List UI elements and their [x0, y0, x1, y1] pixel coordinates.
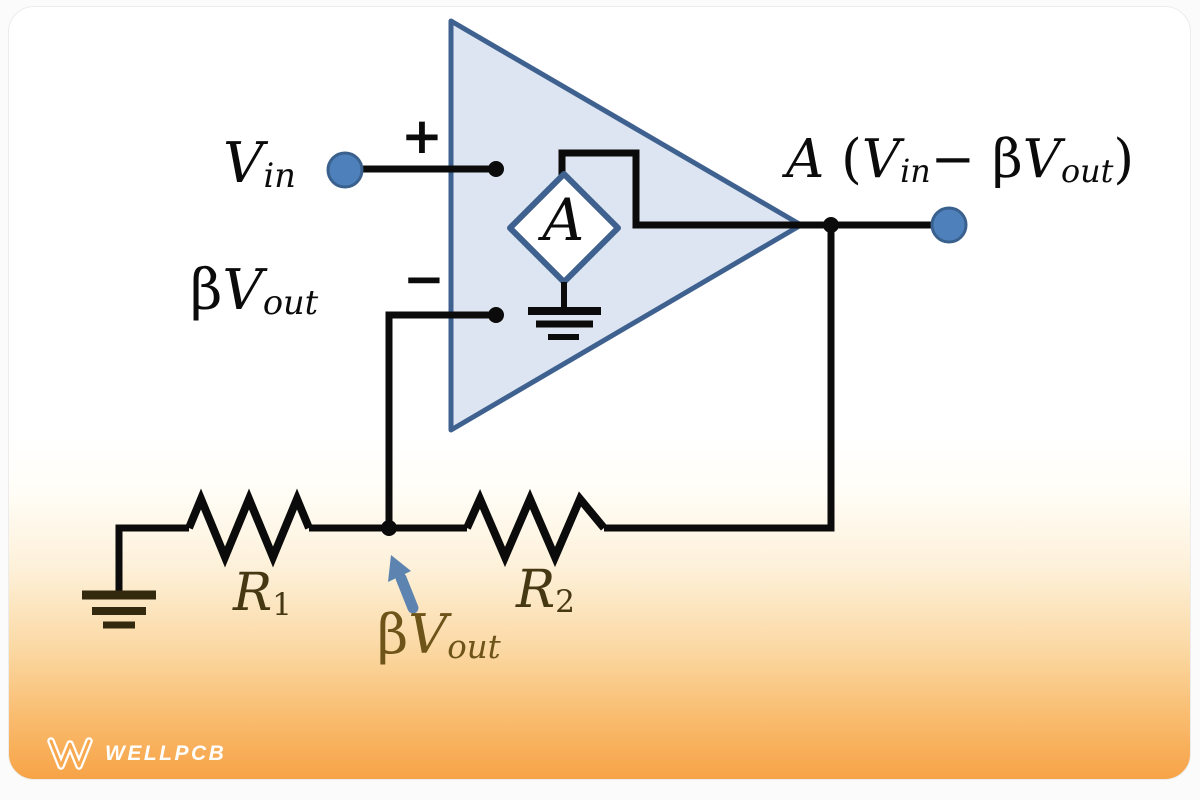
r1-sub: 1 — [272, 586, 292, 623]
output-vin-main: V — [861, 129, 901, 190]
output-vout-main: V — [1022, 129, 1061, 190]
circuit-diagram — [82, 18, 968, 629]
output-gain: A — [786, 129, 825, 190]
feedback-node-dot — [381, 520, 397, 536]
wellpcb-logo-icon — [47, 737, 93, 770]
output-minus: − — [930, 129, 976, 190]
opamp-triangle-icon — [448, 18, 804, 433]
r1-main: R — [233, 563, 273, 623]
feedback-input-label: βVout — [190, 263, 319, 323]
output-vin-sub: in — [900, 153, 931, 191]
plus-input-sign: + — [401, 107, 443, 165]
output-junction-dot — [823, 217, 839, 233]
resistor-r2-label: R2 — [516, 564, 575, 618]
wellpcb-logo: WELLPCB — [45, 735, 226, 773]
resistor-r1-label: R1 — [233, 567, 292, 621]
feedback-arrow-icon — [388, 555, 419, 614]
input-terminal-dot — [326, 151, 364, 189]
resistor-r1-icon — [185, 488, 313, 568]
wire-inverting-input — [385, 311, 496, 528]
diagram-card: Vin + − βVout A A (Vin− βVout) R1 R2 βVo… — [8, 6, 1191, 780]
vout-main: V — [222, 258, 263, 323]
gain-symbol-label: A — [542, 186, 585, 254]
input-voltage-label: Vin — [223, 136, 296, 196]
r2-sub: 2 — [555, 583, 575, 620]
output-open-paren: ( — [841, 129, 862, 190]
feedback-node-label: βVout — [377, 608, 501, 664]
wire-source-to-output — [558, 149, 947, 229]
internal-ground-icon — [528, 282, 601, 340]
inverting-junction-dot — [488, 307, 504, 323]
minus-input-sign: − — [403, 250, 445, 308]
output-beta: β — [992, 129, 1023, 190]
brand-name: WELLPCB — [105, 742, 227, 765]
ground-icon — [82, 590, 156, 629]
vin-main: V — [223, 131, 264, 196]
vout-sub: out — [262, 283, 319, 323]
r2-main: R — [516, 560, 556, 620]
node-beta: β — [377, 603, 409, 666]
wire-ground-to-r1 — [115, 524, 189, 595]
beta-symbol: β — [190, 258, 223, 323]
output-voltage-label: A (Vin− βVout) — [786, 133, 1134, 187]
output-vout-sub: out — [1060, 153, 1114, 191]
resistor-r2-icon — [463, 488, 608, 568]
node-vout-sub: out — [447, 628, 501, 667]
vin-sub: in — [263, 156, 296, 196]
wire-output-feedback — [604, 225, 835, 532]
output-close-paren: ) — [1113, 129, 1135, 190]
output-terminal-dot — [930, 206, 968, 244]
noninverting-junction-dot — [488, 161, 504, 177]
node-vout-main: V — [408, 603, 448, 666]
